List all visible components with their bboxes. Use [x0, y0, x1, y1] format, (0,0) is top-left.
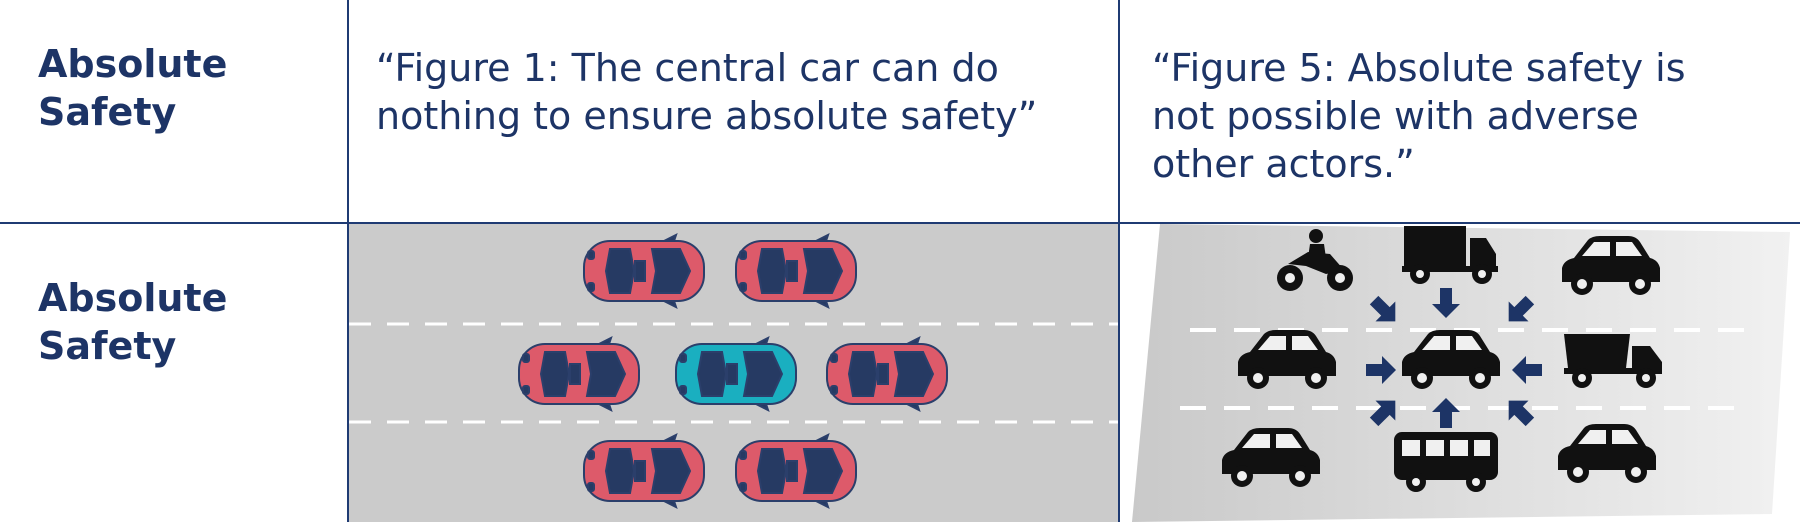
figure-1-caption: “Figure 1: The central car can do nothin…: [376, 46, 1038, 138]
figure-1-road-illustration: [349, 224, 1118, 522]
figure-5-actors-illustration: [1132, 224, 1790, 522]
surrounding-car: [735, 434, 857, 508]
dump-truck-icon: [1564, 334, 1662, 388]
surrounding-car: [826, 337, 948, 411]
column-divider: [1118, 0, 1120, 522]
row-label-top: Absolute Safety: [38, 42, 228, 134]
column-divider: [347, 0, 349, 522]
surrounding-car: [518, 337, 640, 411]
surrounding-car: [735, 234, 857, 308]
bus-icon: [1394, 432, 1498, 492]
motorcycle-icon: [1277, 229, 1353, 291]
surrounding-car: [583, 234, 705, 308]
row-label-bottom: Absolute Safety: [38, 276, 228, 368]
row-divider: [0, 222, 1800, 224]
surrounding-car: [583, 434, 705, 508]
central-car: [675, 337, 797, 411]
figure-5-caption: “Figure 5: Absolute safety is not possib…: [1152, 46, 1686, 186]
